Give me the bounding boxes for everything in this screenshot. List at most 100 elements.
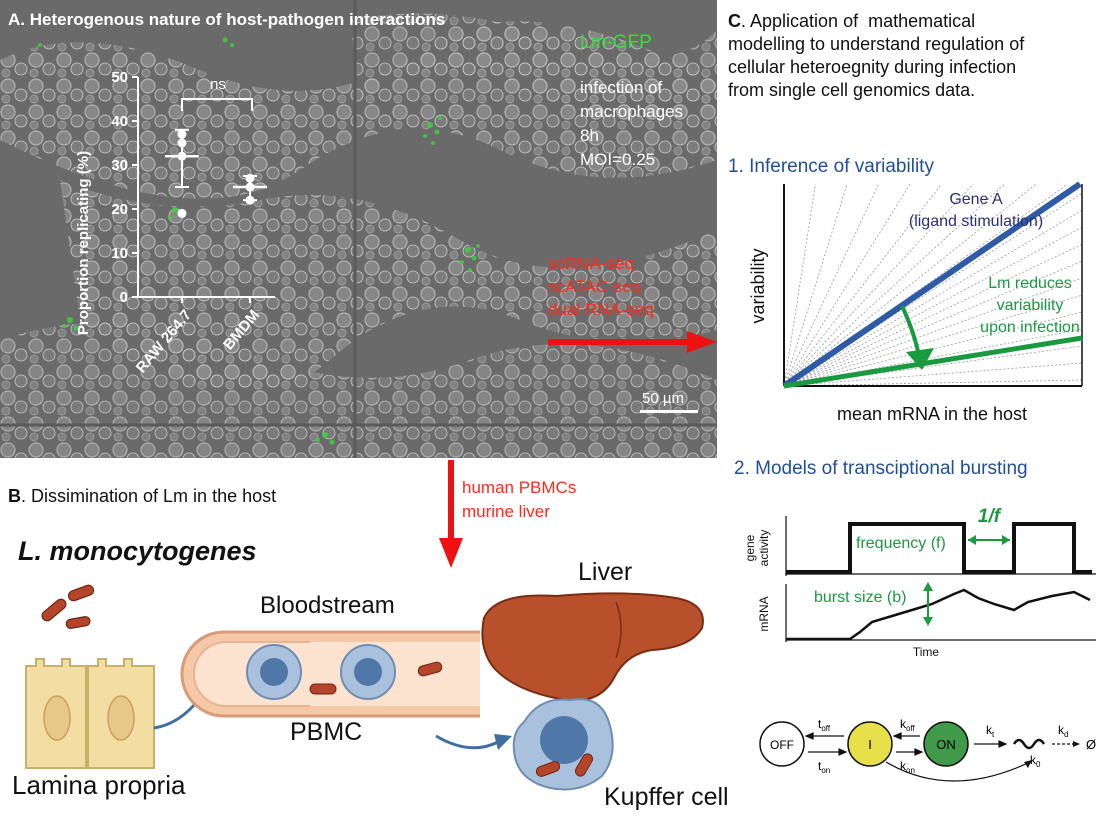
kupffer-arrow (435, 734, 512, 750)
infection-line: macrophages (580, 102, 684, 121)
microscopy-texture (0, 0, 717, 458)
mrna-ylabel: mRNA (757, 596, 771, 631)
section-2-title: 2. Models of transciptional bursting (734, 458, 1028, 479)
panel-c-title-line: cellular heteroegnity during infection (728, 57, 1017, 77)
down-label: human PBMCs (462, 478, 577, 497)
scale-bar (640, 410, 698, 413)
state-off-label: OFF (770, 738, 794, 752)
data-point (177, 129, 187, 139)
data-point (177, 208, 187, 218)
panel-c-letter: C (728, 11, 741, 31)
liver-label: Liver (578, 558, 633, 586)
gene-activity-ylabel: activity (757, 530, 771, 567)
rate-subscript: on (821, 766, 830, 775)
state-i (847, 721, 893, 767)
rate-subscript: t (992, 730, 995, 739)
rate-kon: kon (900, 759, 915, 775)
seq-methods: scRNA-seq scATAC-seq dual RNA-seq (548, 252, 654, 321)
infection-line: 8h (580, 126, 599, 145)
mrna-wave-icon (1012, 738, 1046, 750)
reference-line (783, 183, 816, 387)
rate-symbol: k (1030, 753, 1037, 767)
panel-a-letter: A (8, 10, 21, 29)
seq-method: scRNA-seq (548, 254, 634, 273)
rate-ton: ton (818, 759, 830, 775)
kupffer-cell (512, 698, 614, 791)
rate-koff: koff (900, 717, 916, 733)
significance-label: ns (210, 76, 226, 93)
panel-c-title: C. Application of mathematical modelling… (728, 10, 1024, 102)
lamina-propria-label: Lamina propria (12, 770, 186, 800)
infection-info: infection of macrophages 8h MOI=0.25 (580, 76, 683, 172)
panel-b-title-text: . Dissimination of Lm in the host (21, 486, 277, 506)
null-symbol: Ø (1086, 737, 1096, 752)
reference-line (783, 183, 879, 387)
rate-symbol: k (900, 717, 907, 731)
reference-line (783, 183, 848, 387)
reference-line (783, 192, 1083, 387)
lm-gfp-label: Lm-GFP (580, 32, 652, 53)
reference-line (783, 362, 1083, 387)
red-arrow-right (548, 331, 717, 353)
infection-line: MOI=0.25 (580, 150, 656, 169)
gene-a-line (782, 181, 1082, 389)
lm-line (783, 335, 1083, 389)
panel-b-title: B. Dissimination of Lm in the host (8, 486, 276, 507)
bursting-plot: 1/f frequency (f) burst size (b) gene ac… (743, 506, 1096, 659)
frequency-label: frequency (f) (856, 535, 946, 552)
rate-symbol: k (900, 759, 907, 773)
rate-symbol: k (986, 723, 993, 737)
reference-line (783, 328, 1083, 387)
plot-y-tick-label: 20 (111, 201, 128, 218)
lm-reduces-line: variability (997, 297, 1064, 314)
reference-line (783, 183, 1006, 387)
rate-subscript: d (1064, 730, 1068, 739)
down-labels: human PBMCs murine liver (462, 476, 576, 524)
variability-plot: variability mean mRNA in the host Gene A… (748, 181, 1083, 424)
organism-label: L. monocytogenes (18, 536, 257, 566)
rate-symbol: t (818, 717, 822, 731)
reference-line (783, 183, 942, 387)
panel-c-title-line: from single cell genomics data. (728, 80, 976, 100)
reference-line (783, 243, 1083, 387)
plot-y-tick-label: 10 (111, 245, 128, 262)
bacteria-icon (41, 584, 95, 629)
data-point (177, 138, 187, 148)
plot-y-tick-label: 30 (111, 157, 128, 174)
plot-y-tick-label: 40 (111, 113, 128, 130)
significance-bracket (181, 98, 253, 111)
lm-reduces-line: Lm reduces (988, 275, 1072, 292)
plot-y-tick-label: 0 (120, 289, 128, 306)
reference-line (783, 226, 1083, 387)
gene-a-label: Gene A (949, 191, 1003, 208)
kupffer-label: Kupffer cell (604, 783, 729, 811)
category-label-raw: RAW 264.7 (133, 307, 195, 377)
red-arrow-down (439, 460, 463, 568)
reference-line (783, 183, 1037, 387)
mrna-trace (786, 588, 1091, 641)
section-1-title: 1. Inference of variability (728, 156, 934, 177)
reference-line (783, 260, 1083, 387)
plot-ylabel: Proportion replicating (%) (75, 151, 92, 335)
panel-c-title-text: . Application of mathematical (741, 11, 976, 31)
rate-kd: kd (1058, 723, 1068, 739)
rate-subscript: off (906, 724, 916, 733)
rate-toff: toff (818, 717, 831, 733)
gene-activity-trace (786, 522, 1092, 574)
panel-a-title-text: . Heterogenous nature of host-pathogen i… (20, 10, 446, 29)
liver-icon (481, 592, 704, 702)
reference-line (783, 209, 1083, 387)
pbmc-label: PBMC (290, 718, 363, 746)
gene-a-sublabel: (ligand stimulation) (909, 213, 1043, 230)
infection-line: infection of (580, 78, 663, 97)
lamina-propria-cells (25, 658, 155, 769)
scale-bar-label: 50 µm (642, 390, 684, 407)
state-on (923, 721, 969, 767)
gene-activity-ylabel: gene (743, 534, 757, 561)
time-xlabel: Time (913, 645, 940, 659)
rate-subscript: 0 (1036, 760, 1041, 769)
data-point (245, 195, 255, 205)
data-point (245, 182, 255, 192)
state-i-label: I (868, 737, 872, 752)
